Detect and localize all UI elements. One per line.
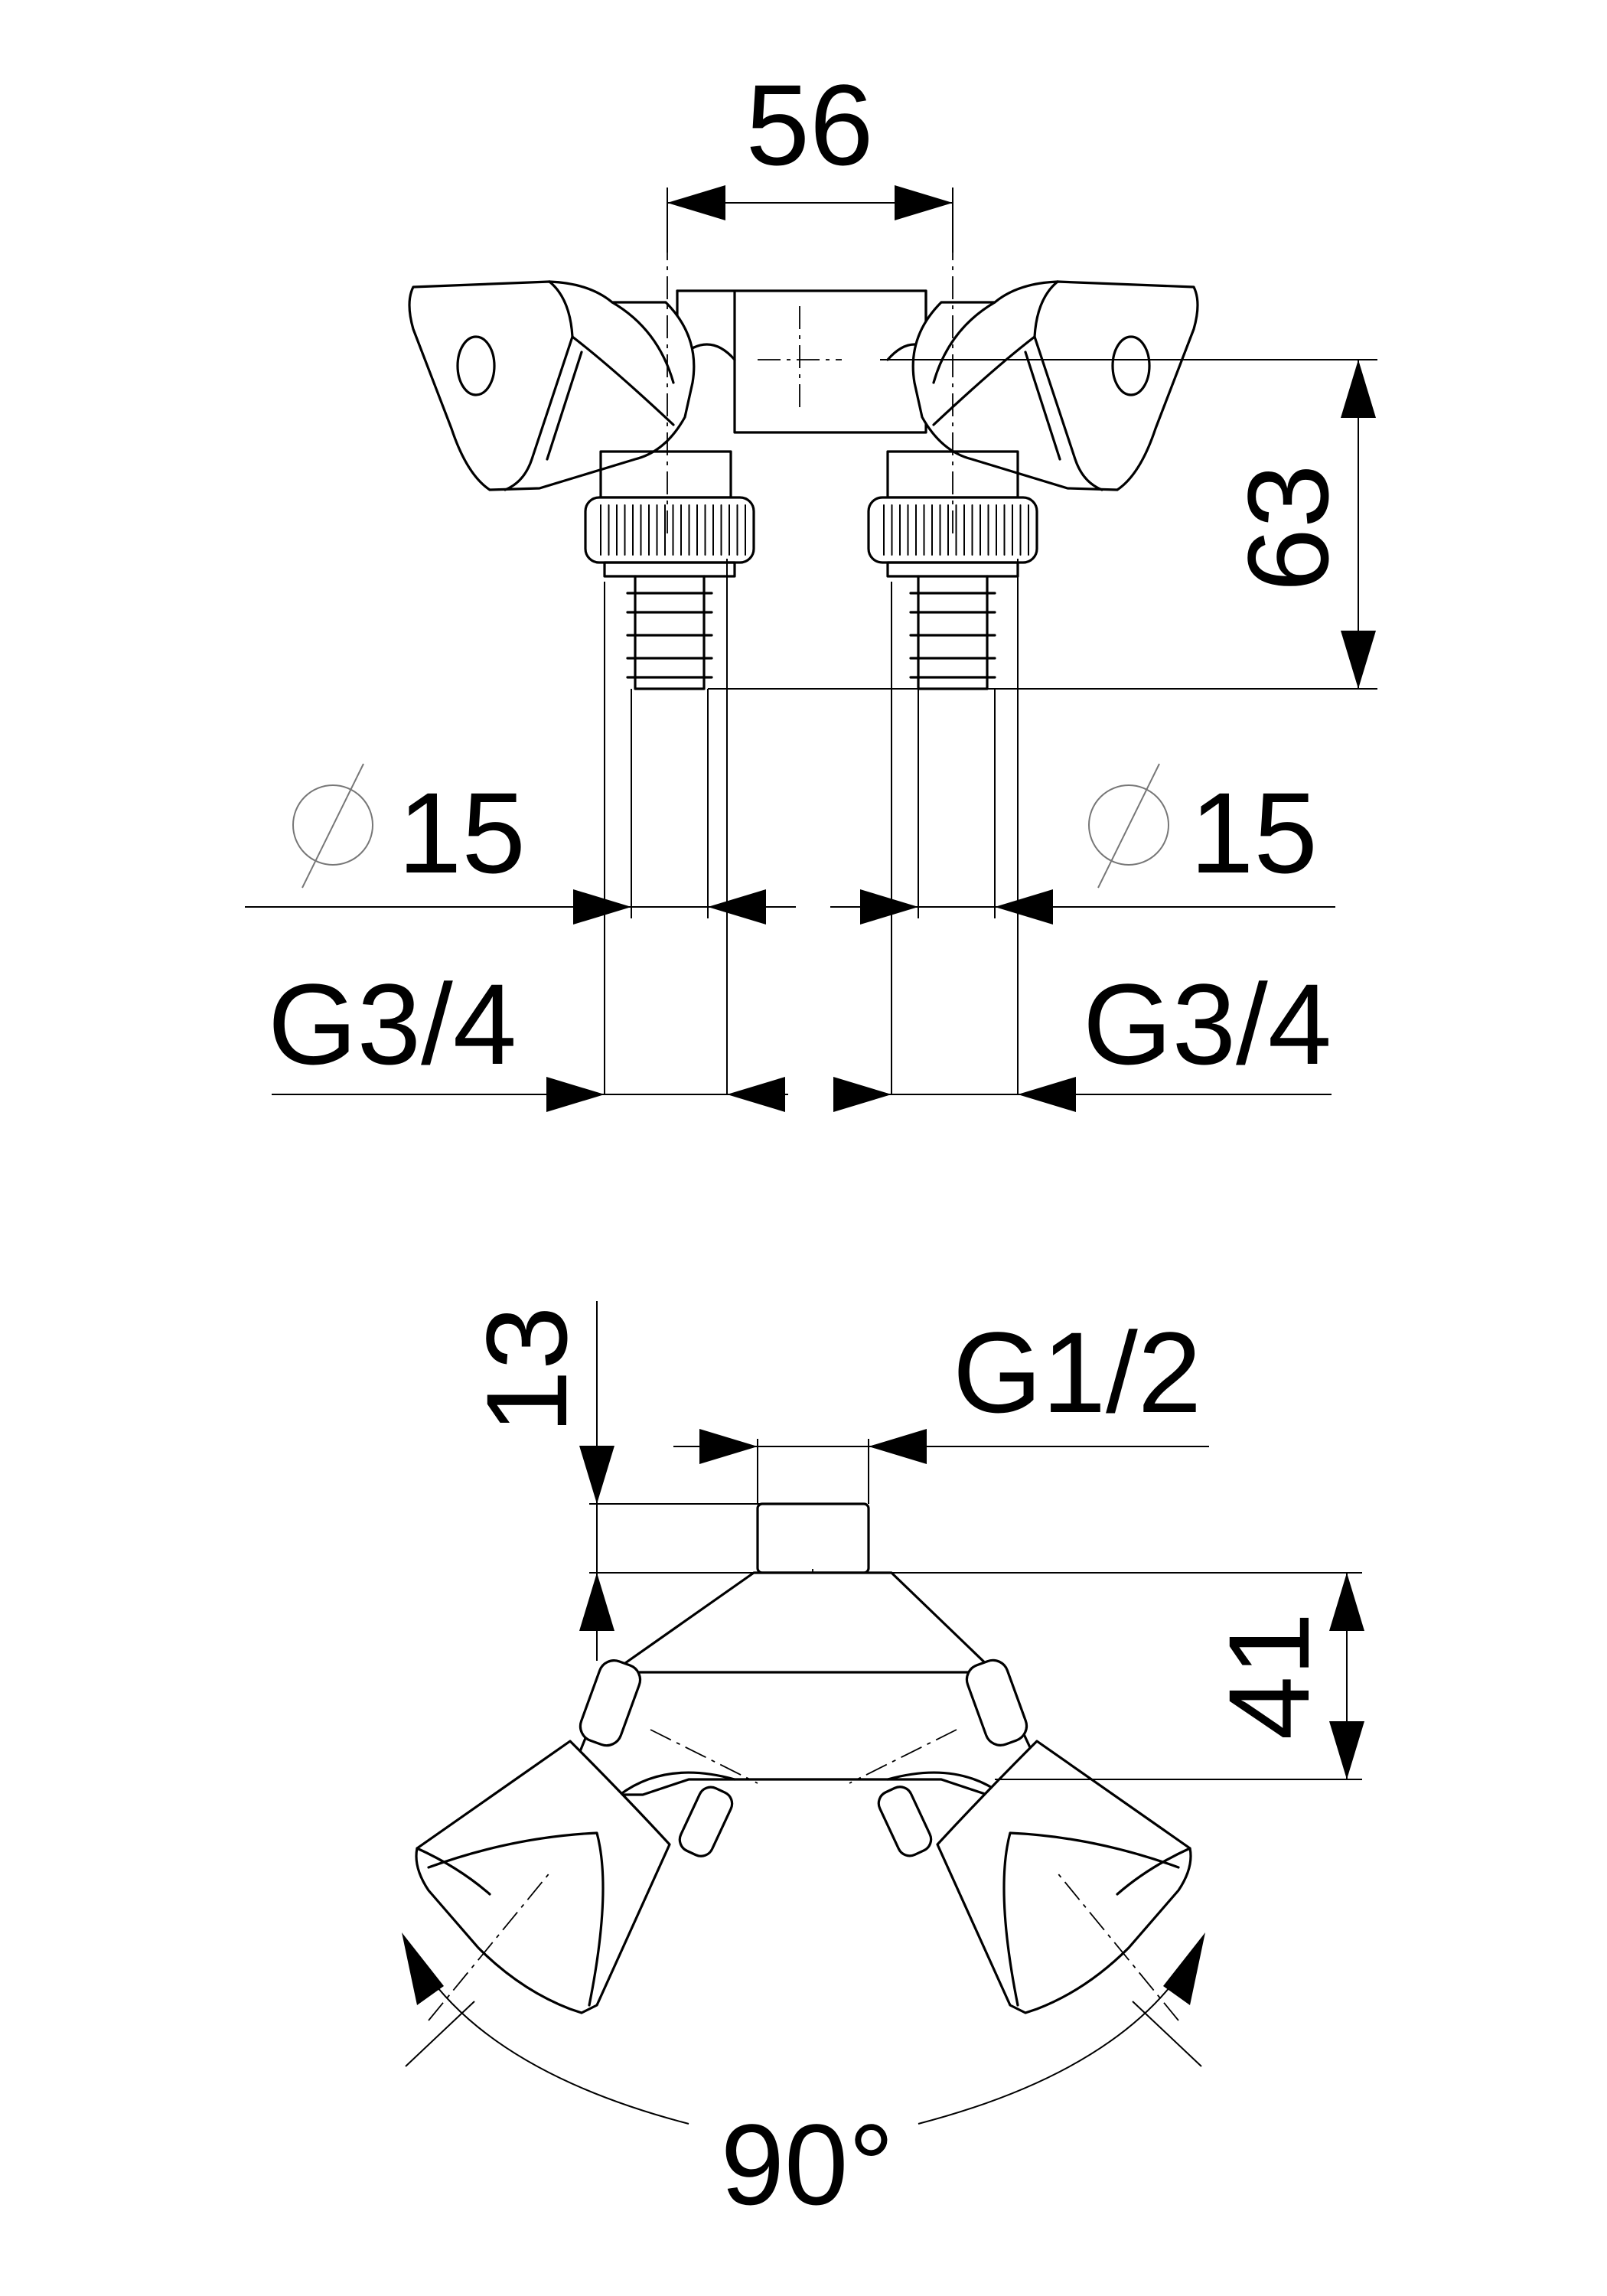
plan-view (405, 1439, 1362, 2067)
left-union-nut-plan (579, 1659, 642, 1747)
dimension-arrow (1329, 1573, 1364, 1631)
thread-label-right: G3/4 (1083, 960, 1332, 1088)
dimension-41: 41 (1204, 1573, 1364, 1779)
dimension-arrow (869, 1429, 927, 1464)
thread-label-left: G3/4 (268, 960, 517, 1088)
dimension-diameter-right: 15 (830, 763, 1335, 925)
right-handle-plan (936, 1740, 1202, 2067)
dimension-63: 63 (1224, 360, 1376, 689)
dimension-arrow (1341, 360, 1376, 418)
dimension-arrow (579, 1573, 614, 1631)
right-valve-handle (911, 280, 1199, 491)
dimension-arrow (727, 1077, 785, 1112)
valve-body (676, 289, 943, 434)
right-union-nut-plan (965, 1658, 1028, 1746)
left-hose-barb (626, 575, 713, 690)
dimension-arrow (546, 1077, 605, 1112)
dimension-arrow (895, 185, 953, 220)
dimension-arrow (579, 1446, 614, 1504)
dimension-arrow (708, 889, 766, 925)
inlet-stub (756, 1502, 870, 1574)
dimension-56: 56 (667, 60, 953, 220)
dimension-arrow (860, 889, 918, 925)
dimension-arrow (833, 1077, 892, 1112)
dimension-angle: 90° (402, 1932, 1205, 2229)
dimension-arrow (1329, 1721, 1364, 1779)
left-handle-plan (405, 1740, 671, 2067)
angle-label: 90° (721, 2100, 895, 2229)
thread-label-inlet: G1/2 (953, 1308, 1201, 1437)
diameter-symbol (292, 784, 373, 866)
dimension-arrow (1163, 1932, 1205, 2005)
dimension-thread-left: G3/4 (268, 960, 788, 1112)
dimension-arrow (667, 185, 725, 220)
diameter-symbol (1088, 784, 1169, 866)
dimension-arrow (1018, 1077, 1076, 1112)
dimension-label-13: 13 (462, 1306, 591, 1434)
dimension-arrow (699, 1429, 758, 1464)
dimension-label-63: 63 (1224, 465, 1352, 592)
dimension-arrow (995, 889, 1053, 925)
dimension-diameter-left: 15 (245, 763, 796, 925)
right-union-nut (867, 496, 1038, 578)
left-union-nut (584, 496, 755, 578)
diameter-label-right: 15 (1190, 768, 1318, 897)
dimension-inlet-thread: G1/2 (673, 1308, 1209, 1464)
dimension-label-56: 56 (746, 60, 874, 189)
left-valve-handle (408, 280, 696, 491)
dimension-thread-right: G3/4 (833, 960, 1332, 1112)
dimension-arrow (402, 1932, 444, 2005)
dimension-label-41: 41 (1204, 1613, 1333, 1740)
dimension-arrow (573, 889, 631, 925)
diameter-label-left: 15 (398, 768, 526, 897)
dimension-13: 13 (462, 1301, 614, 1661)
right-hose-barb (909, 575, 996, 690)
front-view (408, 188, 1377, 1094)
dimension-arrow (1341, 631, 1376, 689)
